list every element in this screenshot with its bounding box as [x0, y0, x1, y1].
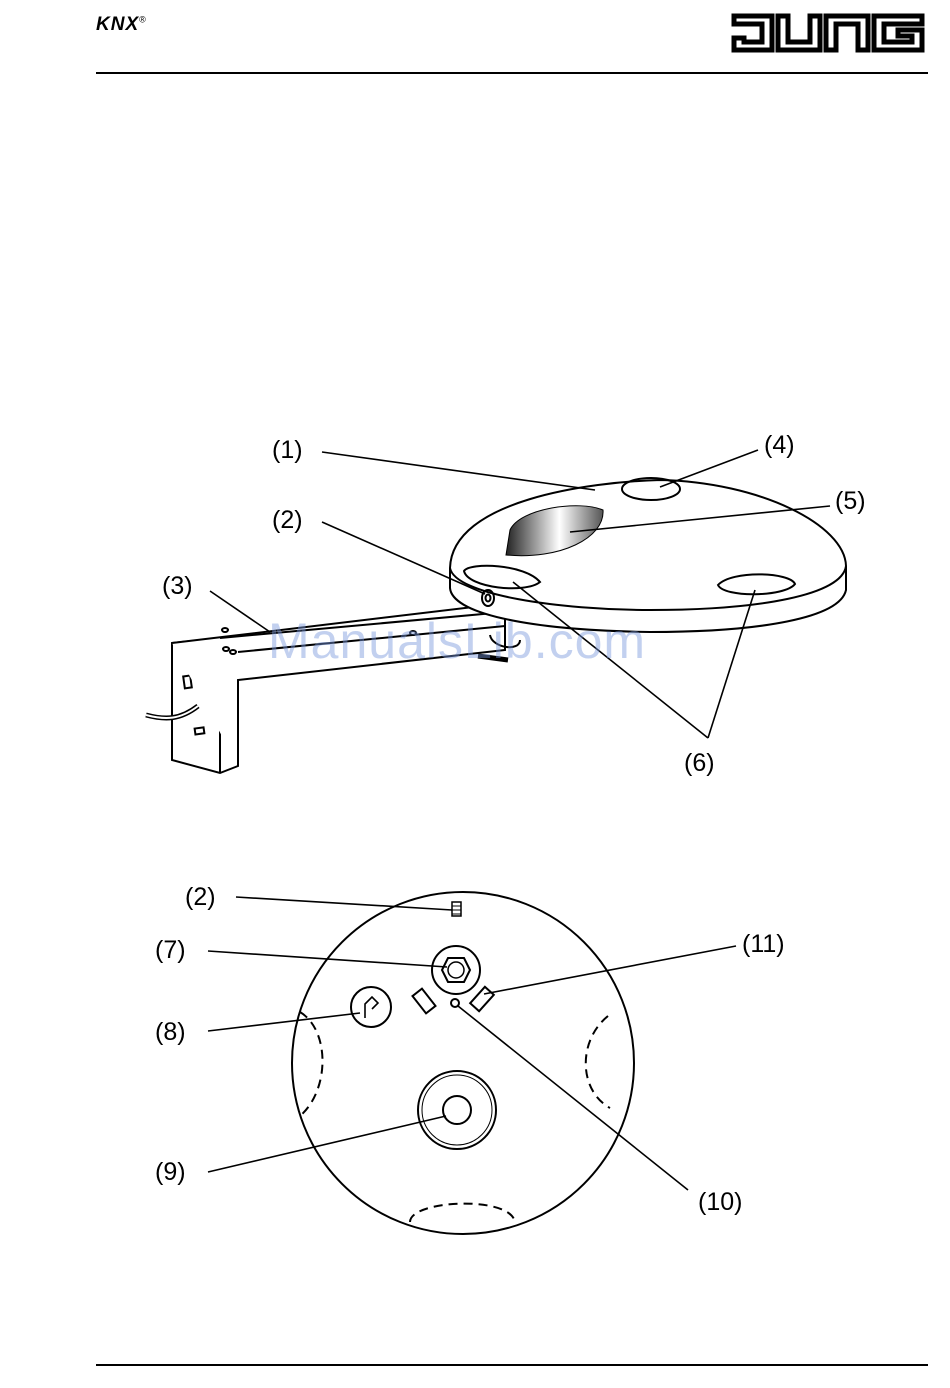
callout-4: (4)	[764, 431, 795, 459]
callout-2b: (2)	[185, 883, 216, 911]
callout-9: (9)	[155, 1158, 186, 1186]
clamp-right	[470, 987, 494, 1011]
watermark: ManualsLib.com	[268, 612, 646, 670]
clamp-left	[412, 989, 435, 1014]
lens-underside	[418, 1071, 496, 1149]
callout-11: (11)	[742, 930, 785, 958]
callout-5: (5)	[835, 487, 866, 515]
programming-button	[351, 987, 391, 1027]
callout-2: (2)	[272, 506, 303, 534]
figure-device-underside	[292, 892, 634, 1234]
callout-6: (6)	[684, 749, 715, 777]
callout-1: (1)	[272, 436, 303, 464]
connector	[432, 946, 480, 994]
callout-8: (8)	[155, 1018, 186, 1046]
device-base-circle	[292, 892, 634, 1234]
callout-3: (3)	[162, 572, 193, 600]
led	[451, 999, 459, 1007]
callout-7: (7)	[155, 936, 186, 964]
callout-10: (10)	[698, 1188, 742, 1216]
footer-rule	[96, 1364, 928, 1366]
